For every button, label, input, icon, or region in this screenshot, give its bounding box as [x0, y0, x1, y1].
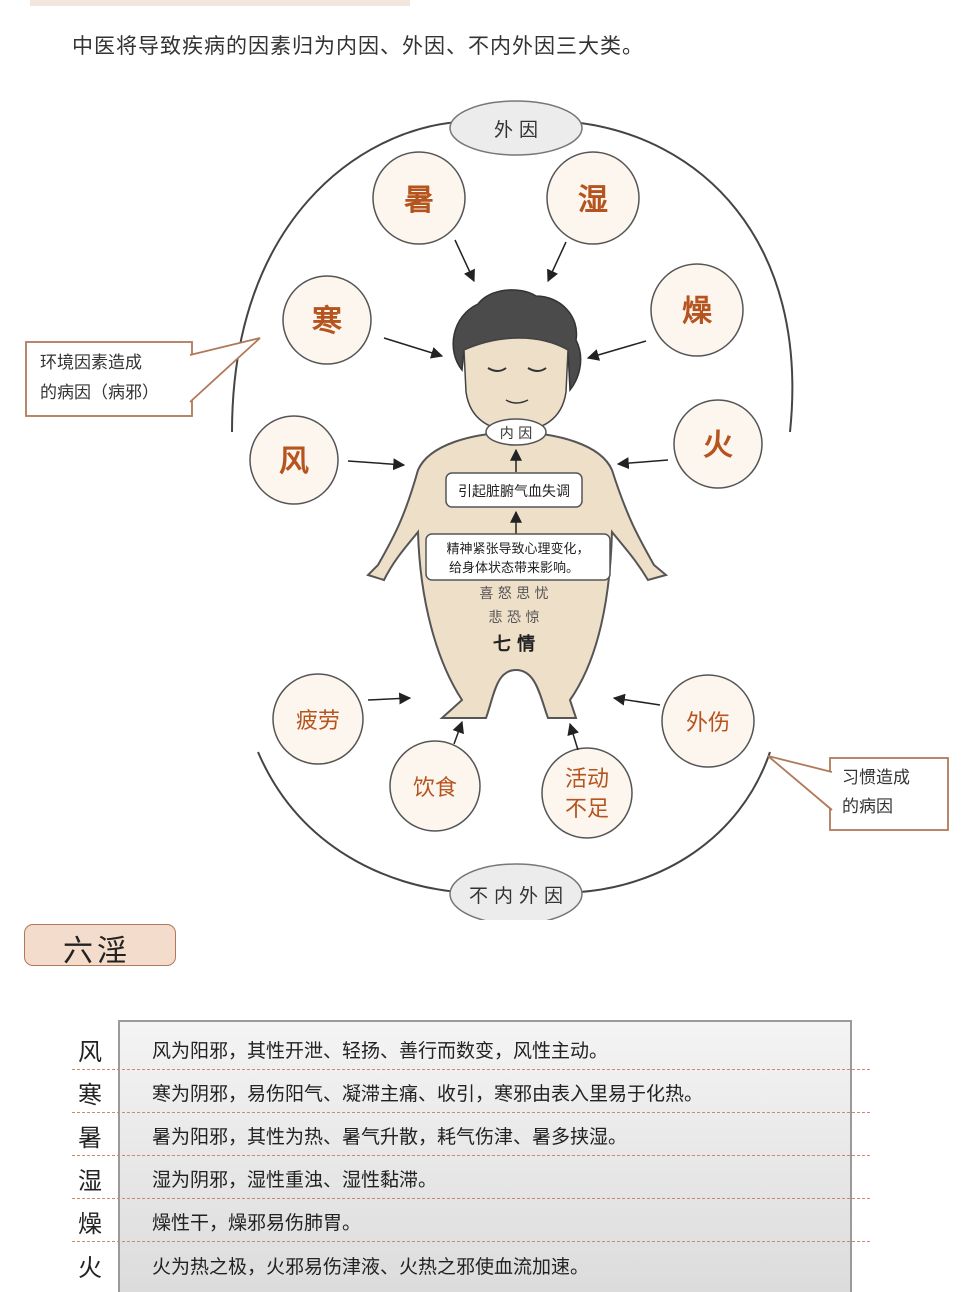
svg-text:暑: 暑 — [404, 183, 434, 218]
row-divider — [72, 1198, 870, 1199]
row-key: 湿 — [78, 1167, 102, 1195]
mind-box — [425, 533, 611, 581]
non-internal-external-label: 不 内 外 因 — [469, 885, 563, 907]
row-divider — [72, 1112, 870, 1113]
svg-text:风: 风 — [279, 444, 309, 479]
outer-cause-label: 外 因 — [494, 119, 538, 141]
row-key: 风 — [78, 1038, 102, 1066]
outer-arc-top-right — [571, 121, 794, 433]
table-panel — [118, 1020, 852, 1292]
callout-right-pointer — [767, 755, 833, 811]
factor-cold: 寒 — [282, 275, 372, 365]
table-row: 风 风为阳邪，其性开泄、轻扬、善行而数变，风性主动。 — [0, 1026, 966, 1070]
table-row: 湿 湿为阴邪，湿性重浊、湿性黏滞。 — [0, 1155, 966, 1199]
table-row: 寒 寒为阴邪，易伤阳气、凝滞主痛、收引，寒邪由表入里易于化热。 — [0, 1069, 966, 1113]
disease-cause-diagram: 外 因 不 内 外 因 内 因 引起脏腑气血失调 精神紧张导致心理变化， 给身体… — [25, 100, 949, 920]
callout-right-line1: 习惯造成 — [842, 768, 910, 788]
callout-right-box — [829, 757, 949, 831]
lack-of-activity-label-2: 不足 — [565, 797, 609, 822]
factor-fire: 火 — [673, 399, 763, 489]
row-text: 火为热之极，火邪易伤津液、火热之邪使血流加速。 — [152, 1256, 590, 1278]
svg-text:火: 火 — [703, 428, 733, 463]
table-row: 燥 燥性干，燥邪易伤肺胃。 — [0, 1198, 966, 1242]
table-row: 火 火为热之极，火邪易伤津液、火热之邪使血流加速。 — [0, 1242, 966, 1285]
emotions-line2: 悲 恐 惊 — [489, 609, 540, 626]
inner-cause-ellipse — [485, 418, 547, 446]
row-key: 火 — [78, 1254, 102, 1282]
factor-dryness: 燥 — [650, 263, 744, 357]
svg-text:燥: 燥 — [682, 294, 713, 329]
row-text: 湿为阴邪，湿性重浊、湿性黏滞。 — [152, 1169, 438, 1191]
callout-left-line1: 环境因素造成 — [40, 353, 142, 373]
svg-text:疲劳: 疲劳 — [296, 709, 340, 734]
row-key: 寒 — [78, 1081, 102, 1109]
emotions-title: 七 情 — [493, 634, 535, 655]
callout-left-pointer — [189, 337, 261, 403]
mouth — [505, 399, 529, 404]
row-key: 燥 — [78, 1210, 102, 1238]
row-divider — [72, 1069, 870, 1070]
qixue-text: 引起脏腑气血失调 — [458, 484, 570, 500]
factor-wind: 风 — [249, 415, 339, 505]
inner-cause-label: 内 因 — [500, 426, 532, 442]
row-text: 风为阳邪，其性开泄、轻扬、善行而数变，风性主动。 — [152, 1040, 609, 1062]
outer-arc-bottom-right — [579, 751, 771, 893]
outer-arc-bottom-left — [257, 751, 459, 893]
svg-text:湿: 湿 — [578, 183, 608, 218]
row-divider — [72, 1241, 870, 1242]
row-text: 燥性干，燥邪易伤肺胃。 — [152, 1212, 362, 1234]
svg-text:寒: 寒 — [312, 304, 342, 339]
factor-diet: 饮食 — [389, 740, 481, 832]
right-eye — [527, 367, 547, 372]
table-row: 暑 暑为阳邪，其性为热、暑气升散，耗气伤津、暑多挟湿。 — [0, 1112, 966, 1156]
factor-dampness: 湿 — [546, 151, 640, 245]
section-title: 六淫 — [63, 934, 131, 969]
emotions-line1: 喜 怒 思 忧 — [479, 586, 548, 602]
section-title-tag: 六淫 — [24, 924, 176, 969]
row-text: 暑为阳邪，其性为热、暑气升散，耗气伤津、暑多挟湿。 — [152, 1126, 628, 1148]
top-decor-bar — [30, 0, 410, 6]
mind-text-line2: 给身体状态带来影响。 — [449, 560, 579, 576]
svg-text:外伤: 外伤 — [686, 711, 730, 736]
row-divider — [72, 1155, 870, 1156]
qixue-box — [445, 472, 583, 508]
callout-left-box — [25, 341, 193, 417]
svg-text:饮食: 饮食 — [413, 776, 457, 801]
factor-injury: 外伤 — [661, 674, 755, 768]
outer-cause-ellipse — [449, 100, 583, 156]
mind-text-line1: 精神紧张导致心理变化， — [446, 541, 589, 557]
callout-left-line2: 的病因（病邪） — [40, 383, 159, 403]
factor-summer-heat: 暑 — [372, 151, 466, 245]
non-internal-external-ellipse — [449, 863, 583, 920]
row-text: 寒为阴邪，易伤阳气、凝滞主痛、收引，寒邪由表入里易于化热。 — [152, 1083, 704, 1105]
factor-fatigue: 疲劳 — [272, 673, 364, 765]
lack-of-activity-label: 活动 — [565, 767, 609, 792]
row-key: 暑 — [78, 1124, 102, 1152]
face — [463, 337, 569, 433]
left-eye — [487, 367, 507, 372]
intro-text: 中医将导致疾病的因素归为内因、外因、不内外因三大类。 — [72, 34, 644, 58]
callout-right-line2: 的病因 — [842, 797, 893, 817]
factor-lack-of-activity: 活动 不足 — [541, 747, 633, 839]
